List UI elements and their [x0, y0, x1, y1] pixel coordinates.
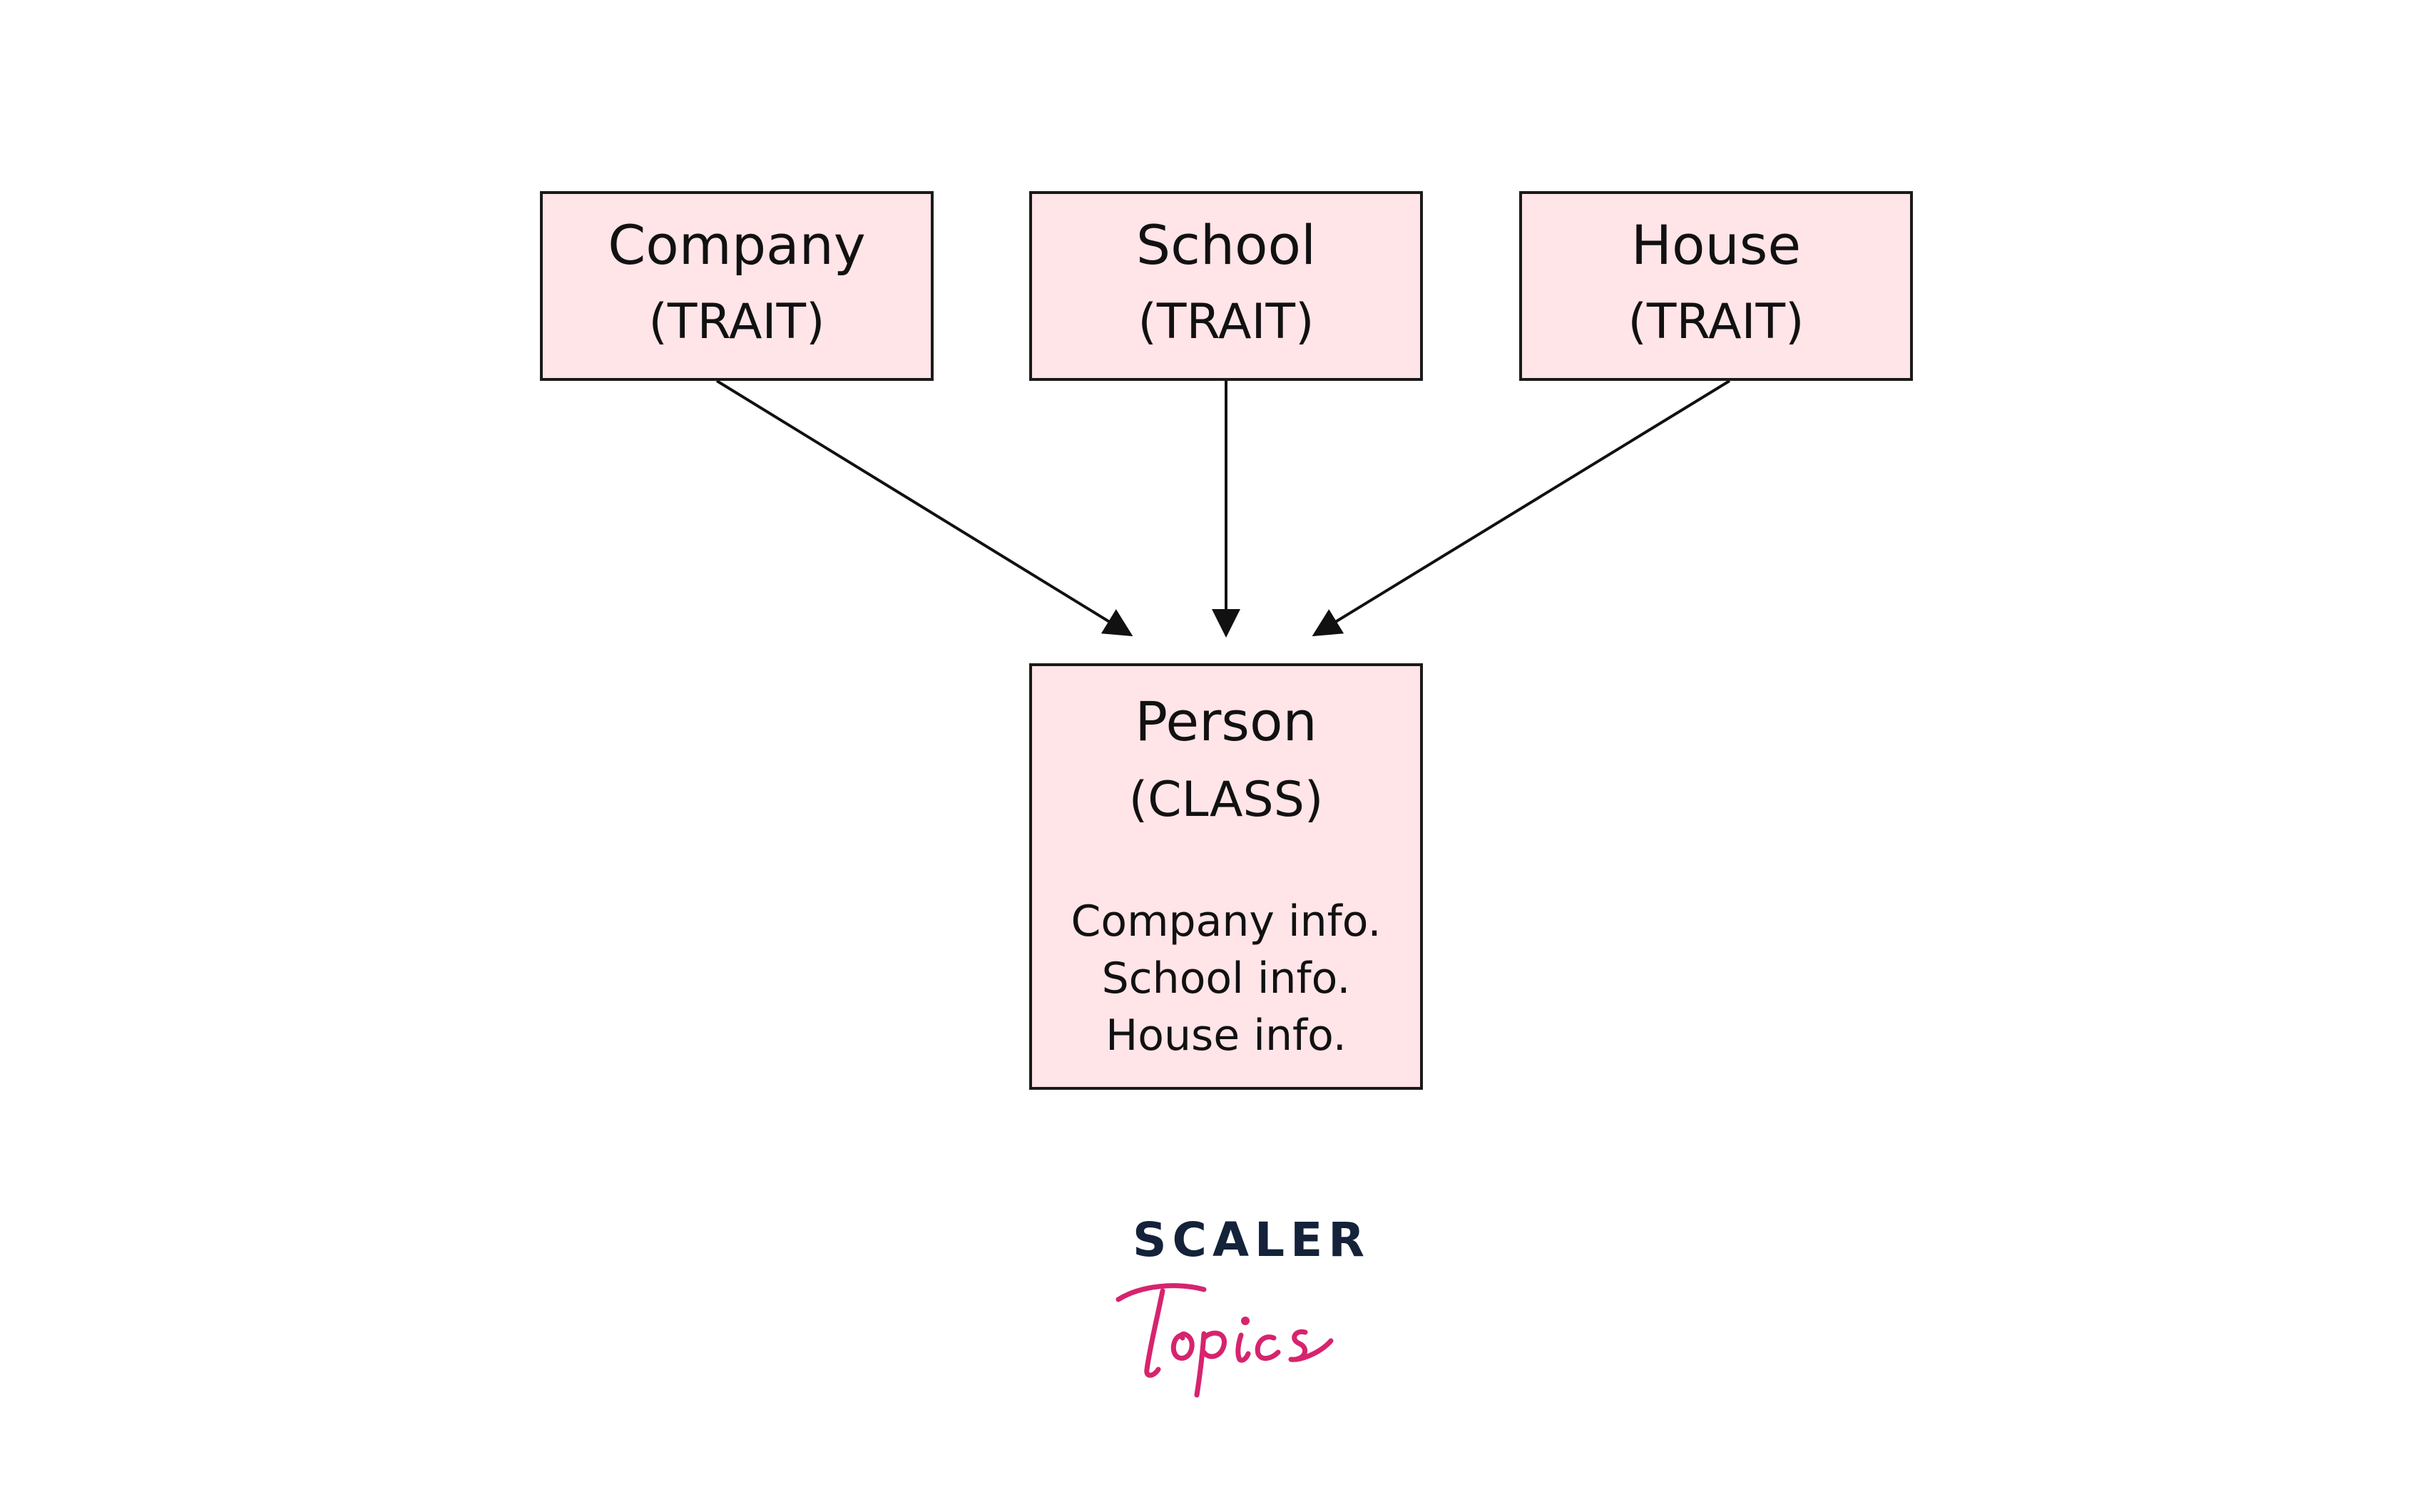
- company-kind: (TRAIT): [648, 294, 825, 350]
- person-class-box: Person (CLASS) Company info. School info…: [1029, 663, 1423, 1090]
- person-info-school: School info.: [1101, 954, 1351, 1003]
- arrow-house-to-person: [1312, 379, 1731, 637]
- person-info-list: Company info. School info. House info.: [1032, 893, 1420, 1064]
- scaler-topics-logo: SCALER: [1113, 1212, 1364, 1398]
- house-trait-box: House (TRAIT): [1519, 191, 1913, 381]
- logo-wordmark: SCALER: [1133, 1212, 1371, 1267]
- arrow-company-to-person: [715, 379, 1133, 637]
- house-kind: (TRAIT): [1628, 294, 1804, 350]
- company-trait-box: Company (TRAIT): [540, 191, 934, 381]
- person-info-company: Company info.: [1071, 897, 1382, 946]
- school-title: School: [1135, 213, 1317, 277]
- person-info-house: House info.: [1106, 1011, 1347, 1061]
- company-title: Company: [608, 213, 866, 277]
- person-kind: (CLASS): [1128, 772, 1324, 828]
- logo-script-topics: [1116, 1283, 1334, 1398]
- school-trait-box: School (TRAIT): [1029, 191, 1423, 381]
- person-title: Person: [1135, 690, 1317, 753]
- school-kind: (TRAIT): [1138, 294, 1314, 350]
- house-title: House: [1630, 213, 1802, 277]
